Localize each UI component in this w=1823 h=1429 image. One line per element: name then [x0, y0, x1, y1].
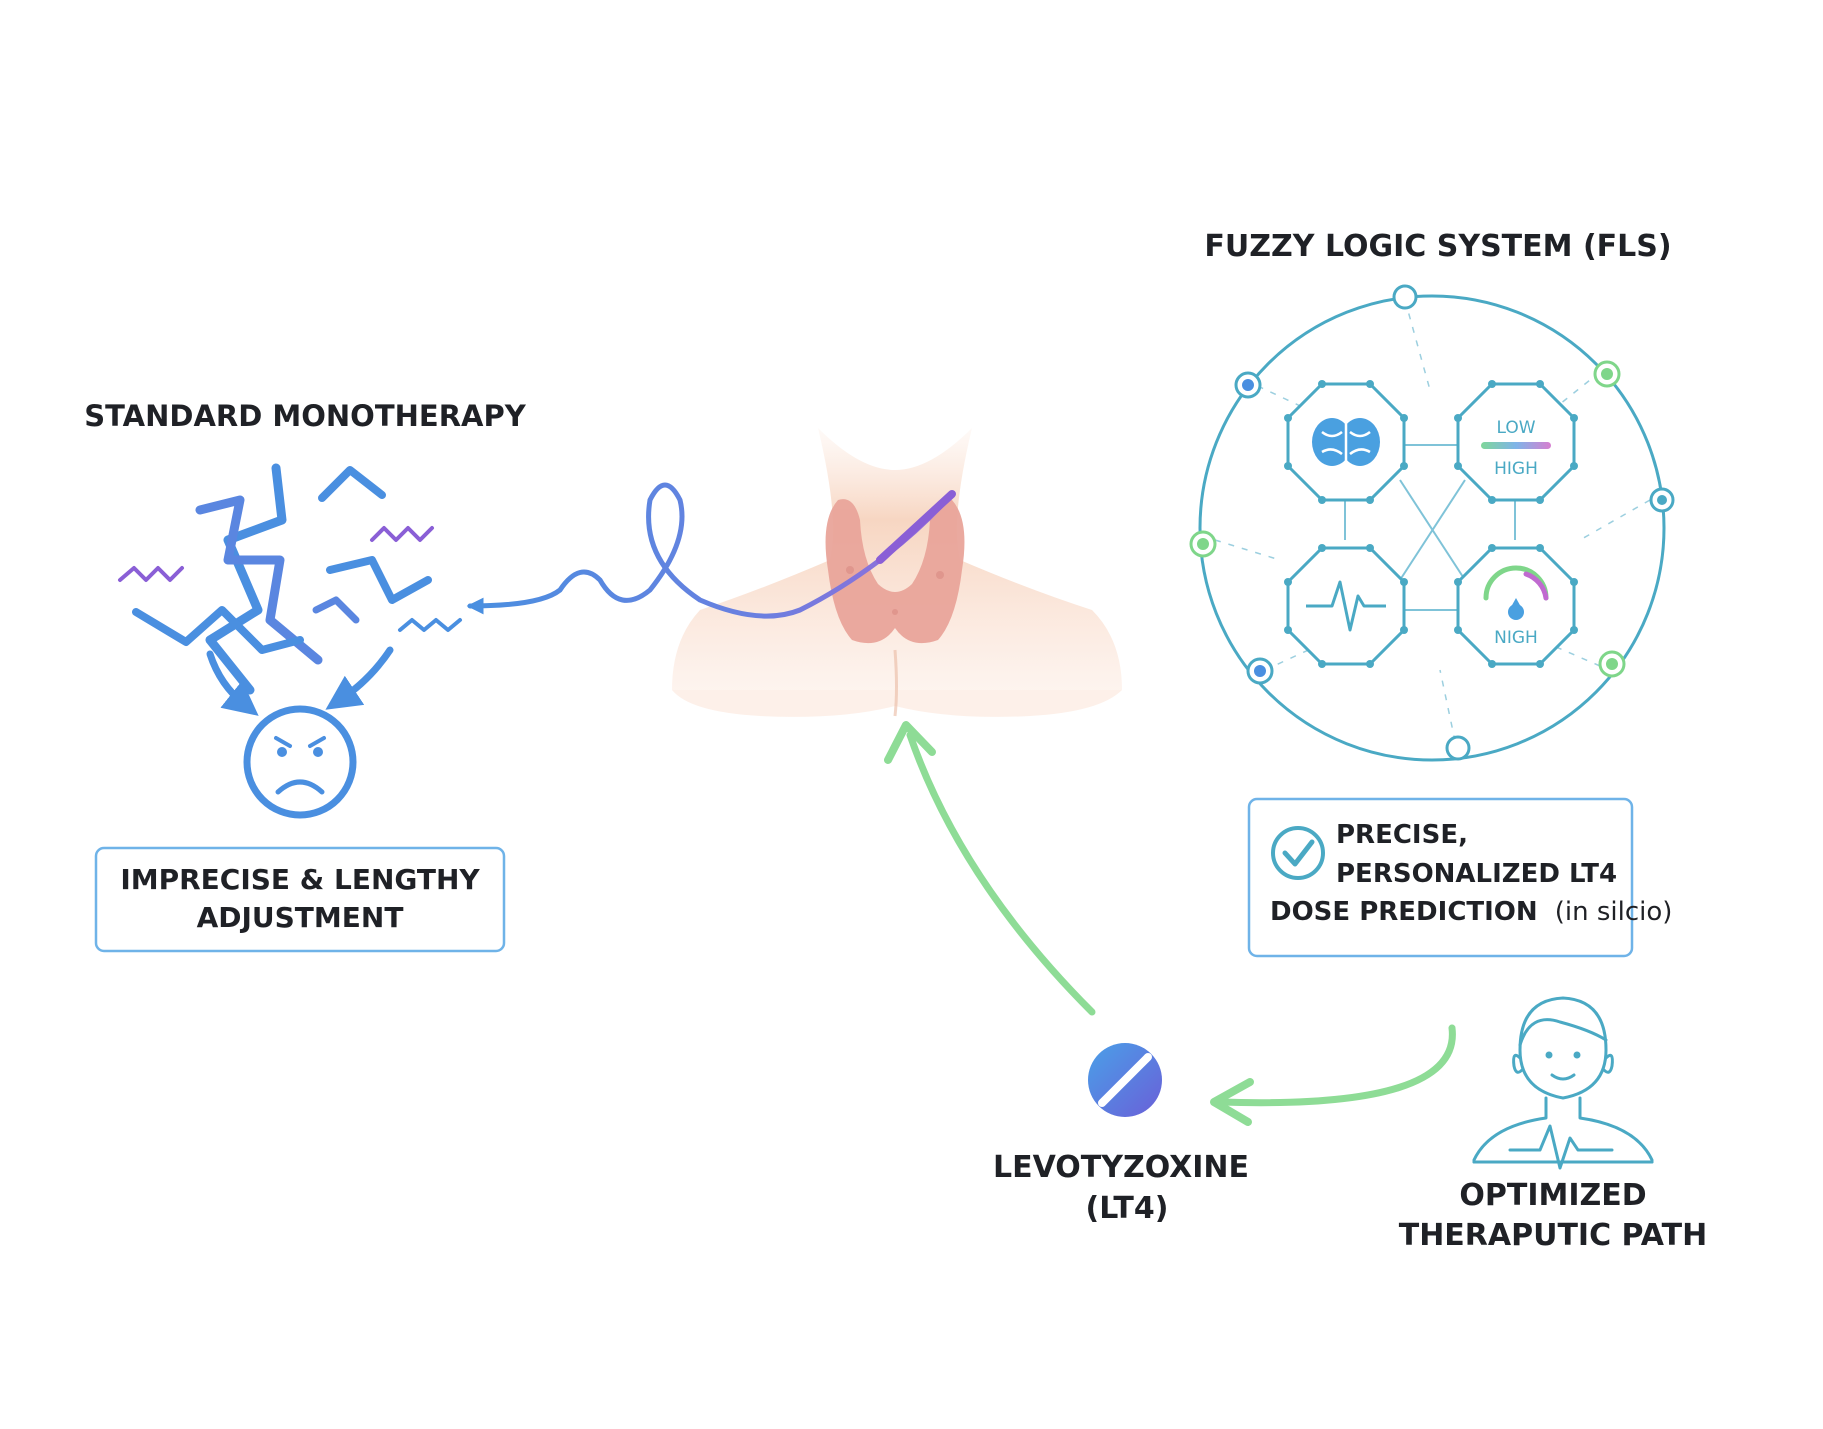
fls-network-circle: LOW HIGH NIGH	[1189, 284, 1675, 762]
rim-node-blue-1	[1234, 371, 1262, 399]
drug-name-line2: (LT4)	[1086, 1191, 1169, 1226]
gauge-high-label: HIGH	[1494, 459, 1538, 479]
optimized-arrow	[1216, 1024, 1456, 1107]
patient-icon	[1472, 996, 1654, 1170]
low-high-bar	[1481, 442, 1551, 449]
right-box-line2: PERSONALIZED LT4	[1336, 859, 1617, 889]
imprecise-adjustment-box	[94, 846, 506, 953]
droplet-icon	[1508, 604, 1524, 620]
chaotic-adjustment-lines	[118, 463, 462, 716]
fls-title: FUZZY LOGIC SYSTEM (FLS)	[1204, 229, 1671, 264]
rim-node-green-2	[1189, 530, 1217, 558]
rim-node-green-3	[1598, 650, 1626, 678]
dial-gauge-node: NIGH	[1454, 544, 1578, 668]
check-circle-icon	[1271, 826, 1325, 880]
left-box-line1: IMPRECISE & LENGTHY	[120, 863, 480, 896]
patient-label-line1: OPTIMIZED	[1459, 1178, 1646, 1213]
gauge-low-label: LOW	[1496, 418, 1535, 438]
heartbeat-icon	[1306, 580, 1386, 632]
brain-icon	[1312, 418, 1380, 466]
thyroid-gland-icon	[825, 499, 965, 644]
right-box-line3-suffix: (in silcio)	[1555, 897, 1673, 927]
heartbeat-node	[1284, 544, 1408, 668]
drug-name-line1: LEVOTYZOXINE	[993, 1150, 1249, 1185]
delivery-arrow	[906, 731, 1096, 1016]
low-high-node: LOW HIGH	[1454, 380, 1578, 504]
dial-label: NIGH	[1494, 628, 1538, 648]
rim-node-green-1	[1593, 360, 1621, 388]
delivery-arrowhead	[884, 721, 936, 764]
left-box-line2: ADJUSTMENT	[197, 901, 404, 934]
rim-node-blue-2	[1649, 487, 1675, 513]
left-title: STANDARD MONOTHERAPY	[84, 399, 526, 433]
brain-node	[1284, 380, 1408, 504]
patient-label-line2: THERAPUTIC PATH	[1399, 1218, 1708, 1253]
rim-node-bottom	[1445, 735, 1471, 761]
probe-wire	[466, 482, 956, 619]
right-box-line3-main: DOSE PREDICTION	[1270, 897, 1538, 927]
pill-icon	[1088, 1043, 1162, 1117]
right-box-line1: PRECISE,	[1336, 820, 1468, 850]
neck-shoulders-illustration	[672, 428, 1122, 717]
rim-node-blue-3	[1246, 657, 1274, 685]
optimized-arrowhead	[1210, 1078, 1254, 1126]
precise-prediction-box	[1247, 797, 1634, 958]
right-box-line3: DOSE PREDICTION (in silcio)	[1270, 897, 1672, 927]
rim-node-top	[1392, 284, 1418, 310]
sad-face-icon	[243, 705, 357, 819]
